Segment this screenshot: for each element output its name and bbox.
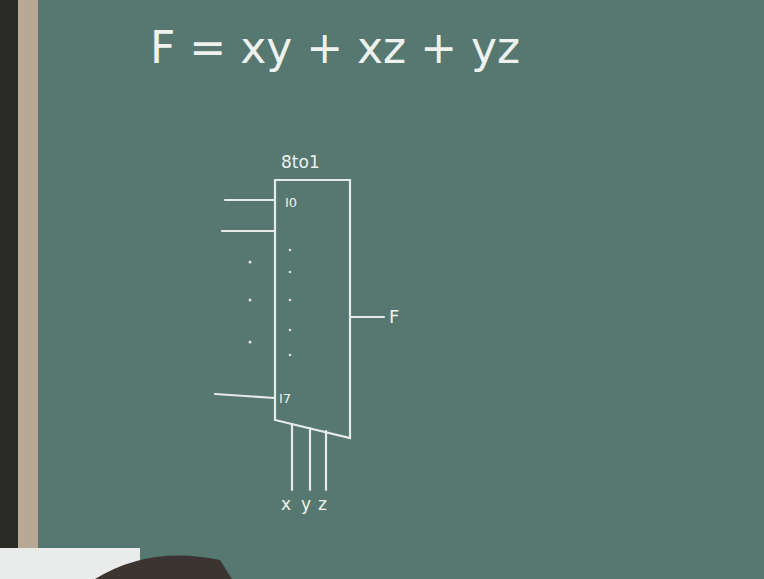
input-line	[222, 230, 275, 232]
pin-name: I7	[279, 392, 291, 405]
mux-heading: 8to1	[281, 154, 320, 171]
ellipsis-dot	[289, 329, 292, 332]
pin-name: I0	[285, 196, 297, 209]
input-line	[225, 199, 275, 201]
signal-name: F	[389, 308, 399, 326]
ellipsis-dot	[289, 271, 292, 274]
ellipsis-dot	[249, 341, 252, 344]
board-frame	[18, 0, 38, 579]
hand	[95, 555, 232, 579]
ellipsis-dot	[289, 354, 292, 357]
input-line	[215, 394, 275, 398]
select-name: x	[281, 496, 291, 513]
select-line	[325, 431, 327, 490]
ellipsis-dot	[289, 299, 292, 302]
mux-outline-shape	[275, 180, 350, 438]
select-line	[291, 424, 293, 490]
ellipsis-dot	[289, 249, 292, 252]
ellipsis-dot	[249, 299, 252, 302]
select-line	[309, 428, 311, 490]
select-name: z	[318, 496, 327, 513]
ellipsis-dot	[249, 261, 252, 264]
output-line	[350, 316, 384, 318]
select-name: y	[301, 496, 311, 513]
equation-title: F = xy + xz + yz	[150, 26, 520, 70]
board-shadow	[0, 0, 18, 579]
